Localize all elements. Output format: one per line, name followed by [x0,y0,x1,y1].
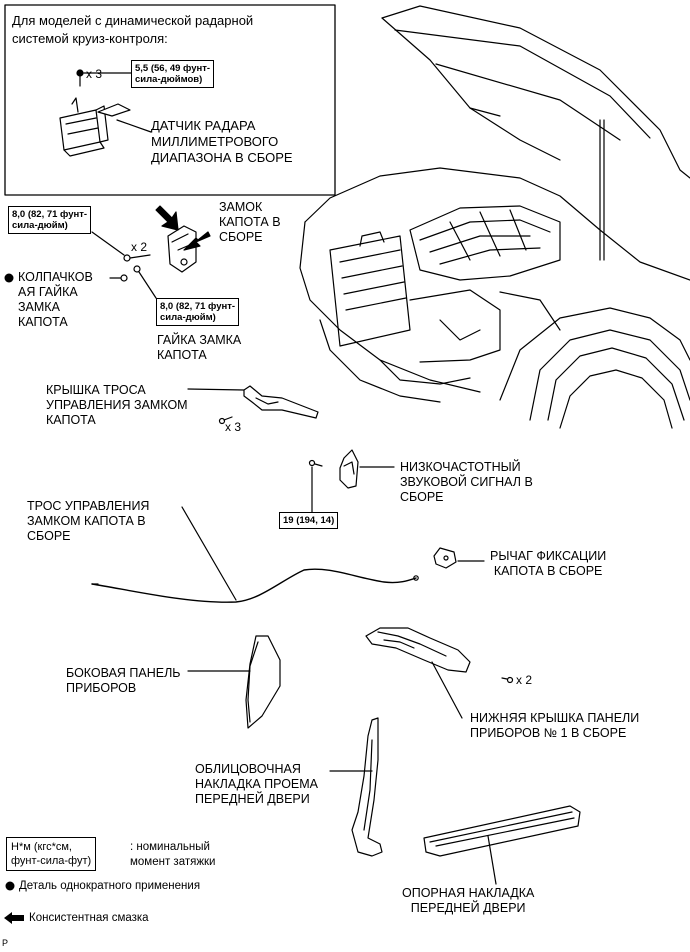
legend-grease: Консистентная смазка [29,912,149,924]
grease-legend-arrow-icon [4,912,24,924]
non-reusable-dot-icon [4,273,14,283]
lower-cover-label: НИЖНЯЯ КРЫШКА ПАНЕЛИ ПРИБОРОВ № 1 В СБОР… [470,711,640,740]
side-panel-icon [245,635,281,729]
radar-sensor-label: ДАТЧИК РАДАРА МИЛЛИМЕТРОВОГО ДИАПАЗОНА В… [151,118,293,165]
grease-arrow-icon [183,231,211,251]
hood-lock-label: ЗАМОК КАПОТА В СБОРЕ [219,200,281,244]
lever-icon [433,547,457,569]
vehicle-engine-bay [299,5,690,429]
hood-lock-torque-box: 8,0 (82, 71 фунт- сила-дюйм) [8,206,92,234]
hood-lock-nut-icon [133,265,141,273]
horn-torque-box: 19 (194, 14) [279,512,339,529]
radar-bolt-icon [76,69,84,87]
legend-unit-box: Н*м (кгс*см, фунт-сила-фут) [6,837,97,871]
horn-icon [339,449,359,489]
lower-cover-icon [365,627,471,673]
cable-cover-bolt-count: x 3 [225,420,242,434]
radar-note: Для моделей с динамической радарной сист… [12,13,254,46]
cap-nut-label: КОЛПАЧКОВ АЯ ГАЙКА ЗАМКА КАПОТА [18,270,93,329]
legend-non-reusable: Деталь однократного применения [19,880,201,892]
corner-mark: P [2,938,9,948]
horn-bolt-icon [308,459,323,467]
radar-torque-box: 5,5 (56, 49 фунт- сила-дюймов) [131,60,215,88]
door-trim-icon [351,717,383,857]
grease-arrow-icon [155,205,179,231]
scuff-plate-label: ОПОРНАЯ НАКЛАДКА ПЕРЕДНЕЙ ДВЕРИ [402,886,535,915]
hood-lock-bolt-icon [123,254,151,262]
radar-inset-frame [4,4,336,196]
radar-bolt-count: x 3 [86,67,103,81]
release-cable-icon [91,568,417,603]
side-panel-label: БОКОВАЯ ПАНЕЛЬ ПРИБОРОВ [66,666,181,695]
hood-lock-nut-label: ГАЙКА ЗАМКА КАПОТА [157,333,242,362]
cable-cover-bolt-icon [218,416,233,425]
cap-nut-icon [120,274,128,282]
lever-label: РЫЧАГ ФИКСАЦИИ КАПОТА В СБОРЕ [490,549,607,578]
legend-unit-desc: : номинальный момент затяжки [130,841,216,868]
door-trim-label: ОБЛИЦОВОЧНАЯ НАКЛАДКА ПРОЕМА ПЕРЕДНЕЙ ДВ… [195,762,319,806]
release-cable-label: ТРОС УПРАВЛЕНИЯ ЗАМКОМ КАПОТА В СБОРЕ [27,499,150,543]
hood-lock-icon [167,225,197,273]
lower-cover-bolt-count: x 2 [516,673,533,687]
hood-lock-nut-torque-box: 8,0 (82, 71 фунт- сила-дюйм) [156,298,240,326]
hood-lock-bolt-count: x 2 [131,240,148,254]
radar-sensor-icon [59,97,131,157]
scuff-plate-icon [423,805,581,857]
lower-cover-bolt-icon [501,676,514,684]
cable-cover-icon [243,385,319,419]
cable-cover-label: КРЫШКА ТРОСА УПРАВЛЕНИЯ ЗАМКОМ КАПОТА [46,383,188,427]
horn-label: НИЗКОЧАСТОТНЫЙ ЗВУКОВОЙ СИГНАЛ В СБОРЕ [400,460,533,504]
non-reusable-dot-icon [5,881,15,891]
